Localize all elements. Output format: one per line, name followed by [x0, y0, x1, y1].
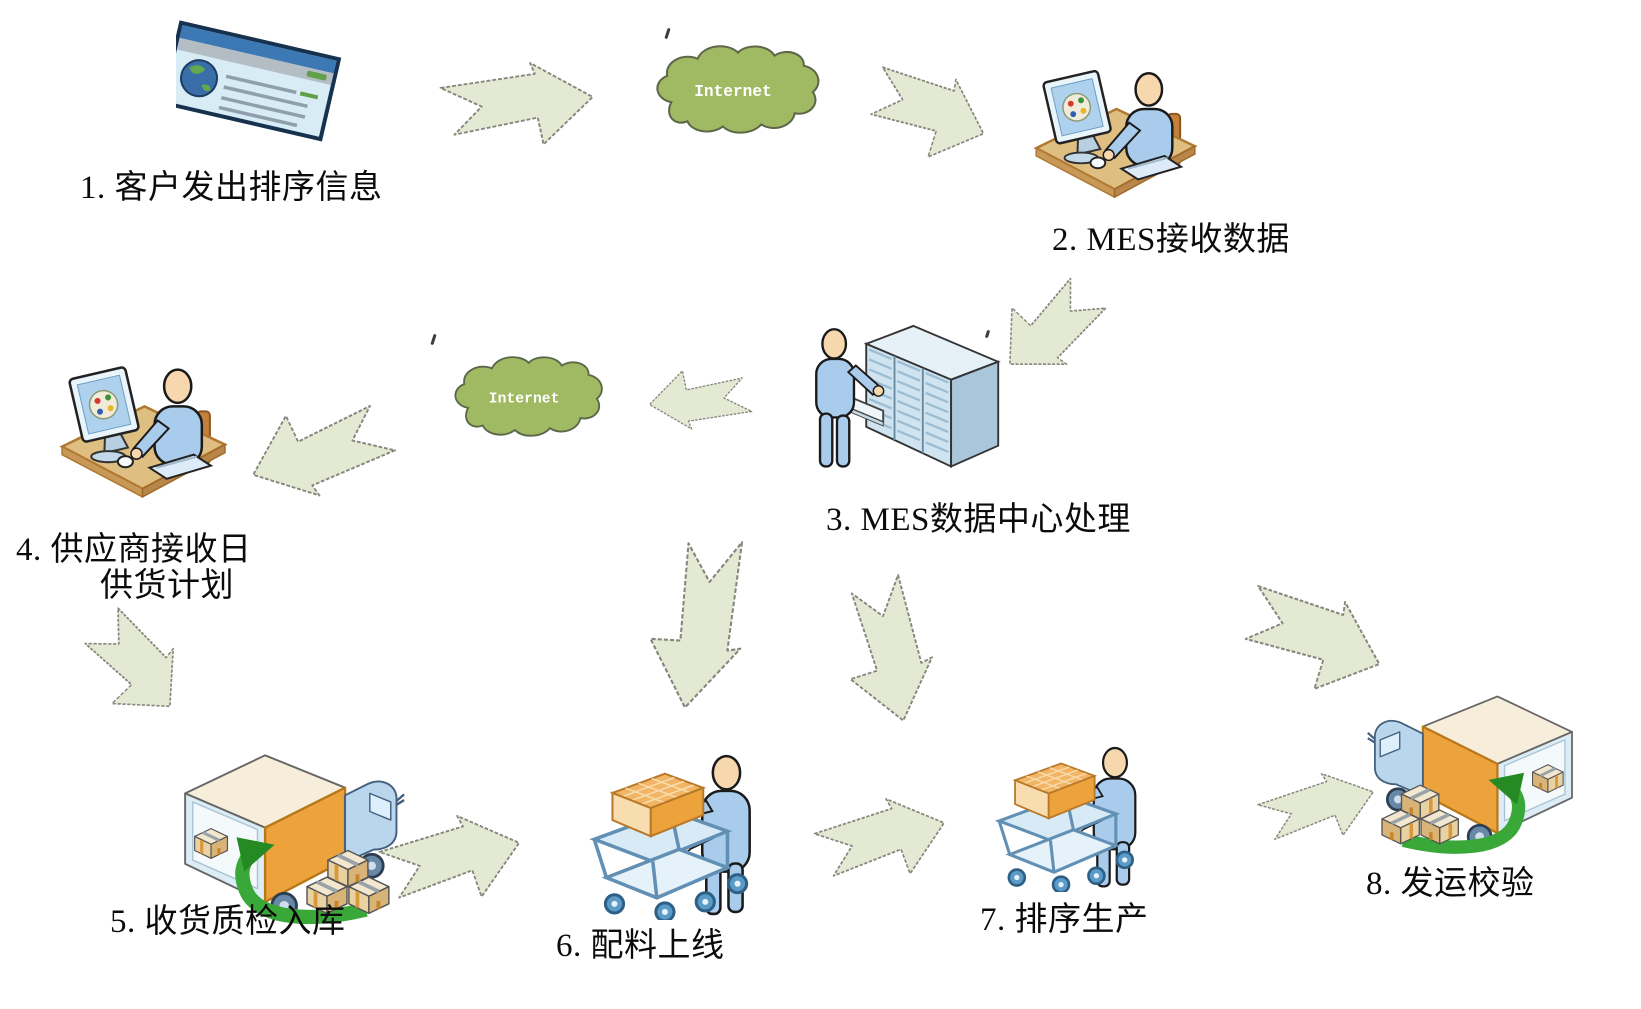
- mes-workstation-icon: [1034, 69, 1197, 199]
- browser-window-icon: [176, 20, 342, 142]
- truck-shipping-icon: [1366, 680, 1588, 854]
- flow-arrow-internet-to-2: [856, 49, 1000, 175]
- internet-cloud-1: Internet: [656, 45, 820, 134]
- flow-arrow-6-to-7: [809, 786, 955, 894]
- step-2-label: 2. MES接收数据: [1052, 222, 1290, 258]
- server-datacenter-icon: [815, 324, 1001, 468]
- supplier-workstation-icon: [60, 365, 227, 499]
- artifact-mark: [430, 333, 437, 346]
- flow-arrow-3-to-internet: [646, 365, 754, 433]
- step-1-label: 1. 客户发出排序信息: [80, 170, 383, 206]
- flow-arrow-7-to-8: [1253, 761, 1383, 855]
- step-8-label: 8. 发运校验: [1366, 866, 1535, 902]
- step-4-label-line1: 4. 供应商接收日: [16, 532, 252, 568]
- internet-cloud-2: Internet: [454, 356, 603, 437]
- internet-cloud-2-label: Internet: [489, 391, 560, 407]
- internet-cloud-1-label: Internet: [694, 83, 772, 101]
- step-7-label: 7. 排序生产: [980, 902, 1149, 938]
- flow-arrow-4-to-5: [67, 595, 201, 735]
- flow-arrow-internet-to-4: [238, 386, 402, 514]
- step-6-label: 6. 配料上线: [556, 928, 725, 964]
- step-4-label-line2: 供货计划: [100, 568, 234, 604]
- step-5-label: 5. 收货质检入库: [110, 904, 346, 940]
- flow-arrow-1-to-internet: [438, 57, 597, 153]
- step-3-label: 3. MES数据中心处理: [826, 502, 1131, 538]
- flow-arrow-3-to-7: [833, 570, 943, 730]
- material-cart-worker-icon: [592, 754, 752, 920]
- sequencing-cart-worker-icon: [997, 746, 1137, 892]
